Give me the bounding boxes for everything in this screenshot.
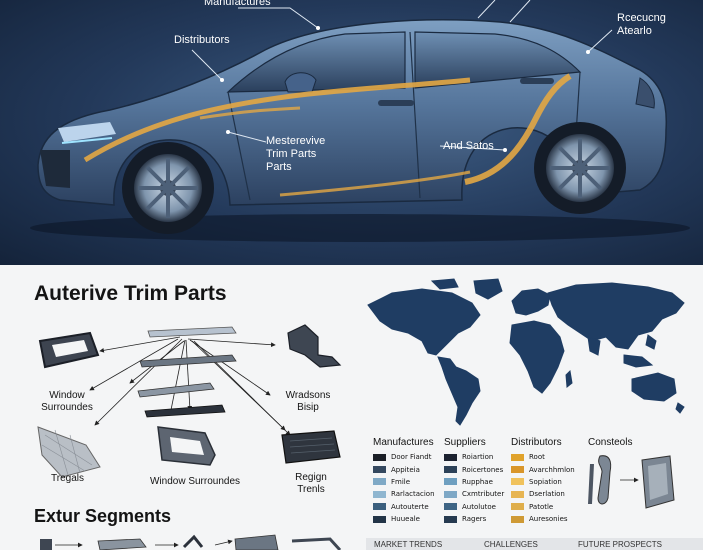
legend-item: Sopiation (511, 476, 575, 488)
legend-swatch (511, 503, 524, 511)
legend-swatch (511, 478, 524, 486)
legend-header: Distributors (511, 437, 562, 448)
label-tregals: Tregals (51, 473, 84, 484)
bottom-bar-future-prospects: FUTURE PROSPECTS (578, 540, 663, 549)
legend-item: Patotle (511, 501, 575, 513)
legend-item: Autolutoe (444, 501, 504, 513)
legend-swatch (444, 453, 457, 461)
legend-column-consteols: Consteols (588, 437, 632, 451)
world-map (367, 278, 685, 426)
legend-swatch (373, 453, 386, 461)
legend-header: Suppliers (444, 437, 486, 448)
legend-swatch (511, 490, 524, 498)
label-wradsons: Wradsons Bisip (285, 390, 331, 413)
legend-swatch (444, 466, 457, 474)
legend-swatch (373, 478, 386, 486)
legend-item: Ragers (444, 513, 504, 525)
legend-item: Cxmtributer (444, 488, 504, 500)
legend-swatch (373, 466, 386, 474)
legend-swatch (444, 490, 457, 498)
legend-item: Appiteia (373, 463, 435, 475)
legend-item: Auresonies (511, 513, 575, 525)
controls-illustration (588, 455, 675, 509)
legend-item: Door Fiandt (373, 451, 435, 463)
section-title: Auterive Trim Parts (34, 282, 227, 305)
legend-header: Manufactures (373, 437, 434, 448)
legend-item: Root (511, 451, 575, 463)
legend-column-distributors: Distributors Root Avarchhmlon Sopiation … (511, 437, 575, 525)
legend-column-manufactures: Manufactures Door Fiandt Appiteia Fmile … (373, 437, 435, 525)
legend-item: Fmile (373, 476, 435, 488)
legend-swatch (373, 503, 386, 511)
legend-swatch (373, 490, 386, 498)
legend-swatch (511, 453, 524, 461)
legend-swatch (511, 515, 524, 523)
legend-item: Roicertones (444, 463, 504, 475)
callout-distributors: Distributors (174, 34, 230, 46)
legend-item: Autouterte (373, 501, 435, 513)
legend-item: Huueale (373, 513, 435, 525)
legend-item: Roiartion (444, 451, 504, 463)
callout-manufactures: Manufactures (204, 0, 271, 8)
callout-right: Rcecucng Atearlo (617, 12, 666, 37)
legend-item: Dserlation (511, 488, 575, 500)
callout-trim-parts: Mesterevive Trim Parts Parts (266, 135, 326, 173)
legend-item: Avarchhmlon (511, 463, 575, 475)
legend-column-suppliers: Suppliers Roiartion Roicertones Rupphae … (444, 437, 504, 525)
bottom-bar: MARKET TRENDS CHALLENGES FUTURE PROSPECT… (366, 538, 703, 550)
legend-swatch (444, 515, 457, 523)
legend-swatch (373, 515, 386, 523)
parts-diagram (37, 324, 342, 550)
label-window-surrounds: Window Surroundes (41, 390, 93, 413)
legend-swatch (444, 503, 457, 511)
legend-swatch (511, 466, 524, 474)
car-illustration (30, 0, 690, 242)
label-window-surroundes: Window Surroundes (149, 476, 241, 487)
segments-title: Extur Segments (34, 506, 172, 526)
hero-banner: Manufactures Rcecucng Atearlo Distributo… (0, 0, 703, 265)
bottom-bar-market-trends: MARKET TRENDS (374, 540, 443, 549)
legend-item: Rarlactacion (373, 488, 435, 500)
callout-and-satos: And Satos (443, 140, 494, 152)
legend-header: Consteols (588, 437, 633, 448)
bottom-bar-challenges: CHALLENGES (484, 540, 538, 549)
legend-item: Rupphae (444, 476, 504, 488)
label-region-trends: Regign Trenls (295, 472, 327, 495)
legend-swatch (444, 478, 457, 486)
